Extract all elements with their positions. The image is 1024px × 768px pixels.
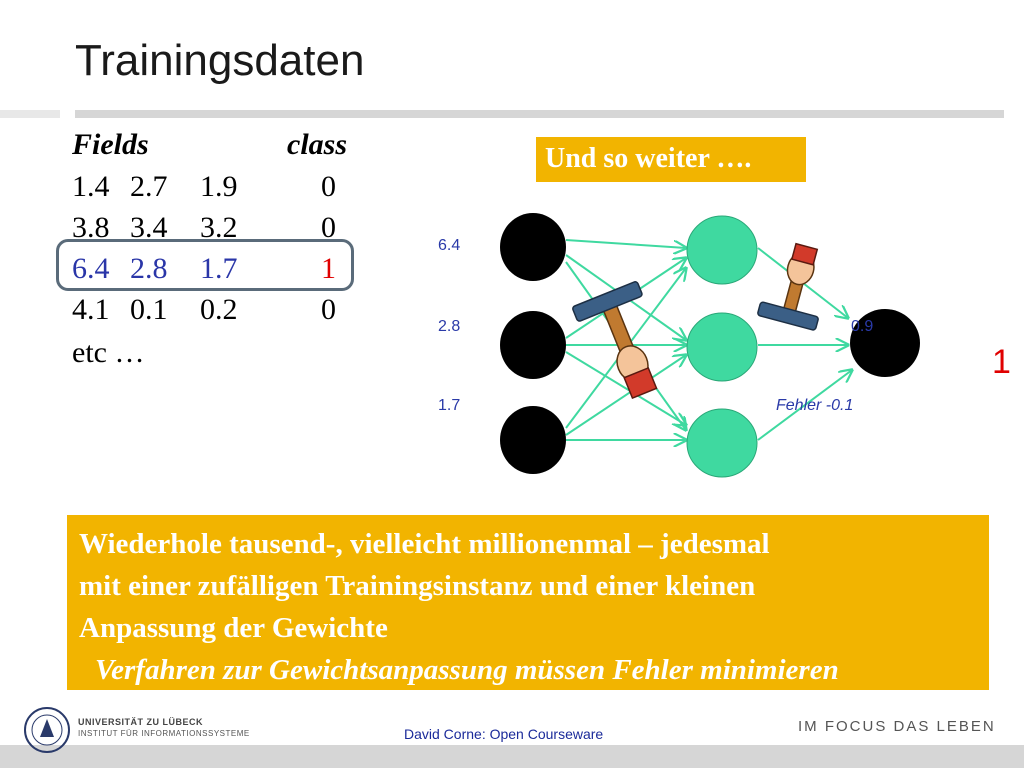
footer-slogan: IM FOCUS DAS LEBEN [798, 718, 996, 735]
callout-line: Anpassung der Gewichte [79, 612, 388, 644]
table-cell-selected: 1.7 [200, 252, 238, 285]
input-node [500, 406, 566, 474]
title-rule [75, 110, 1004, 118]
university-seal-icon [24, 707, 70, 753]
table-cell-class: 0 [321, 293, 336, 326]
selected-row-highlight [56, 239, 354, 291]
hidden-node [686, 408, 758, 478]
table-cell: 1.9 [200, 170, 238, 203]
table-cell-class: 0 [321, 211, 336, 244]
hammer-icon [572, 281, 658, 400]
table-cell: 0.2 [200, 293, 238, 326]
footer-bar [0, 745, 1024, 768]
table-cell: 3.4 [130, 211, 168, 244]
input-value-label: 2.8 [438, 318, 461, 335]
input-value-label: 6.4 [438, 237, 461, 254]
hidden-node [686, 215, 758, 285]
callout-line: mit einer zufälligen Trainingsinstanz un… [79, 570, 756, 602]
callout-und-so-weiter: Und so weiter …. [536, 137, 806, 182]
title-rule-left [0, 110, 60, 118]
target-value: 1 [992, 343, 1011, 381]
footer-credit: David Corne: Open Courseware [404, 726, 604, 742]
institute-name: INSTITUT FÜR INFORMATIONSSYSTEME [78, 729, 250, 738]
table-cell: 2.7 [130, 170, 168, 203]
hammer-icon [757, 242, 819, 331]
output-value-label: 0.9 [851, 318, 874, 335]
input-node [500, 311, 566, 379]
slide-title: Trainingsdaten [75, 36, 365, 85]
input-value-label: 1.7 [438, 397, 461, 414]
university-name: UNIVERSITÄT ZU LÜBECK [78, 717, 203, 727]
table-cell-selected: 2.8 [130, 252, 168, 285]
input-node [500, 213, 566, 281]
table-cell-selected: 6.4 [72, 252, 110, 285]
table-cell: 1.4 [72, 170, 110, 203]
table-row: 1.4 [72, 172, 110, 202]
error-label: Fehler -0.1 [776, 397, 854, 414]
callout-line: Wiederhole tausend-, vielleicht millione… [79, 528, 770, 560]
table-cell-class-selected: 1 [321, 252, 336, 285]
table-cell: 4.1 [72, 293, 110, 326]
table-header-fields: Fields [72, 128, 149, 161]
table-header-class: class [287, 128, 347, 161]
table-cell: 3.8 [72, 211, 110, 244]
table-cell: 0.1 [130, 293, 168, 326]
bottom-callout: Wiederhole tausend-, vielleicht millione… [67, 515, 989, 690]
table-cell: 3.2 [200, 211, 238, 244]
output-node [850, 309, 920, 377]
table-etc: etc … [72, 336, 145, 369]
hidden-node [686, 312, 758, 382]
table-cell-class: 0 [321, 170, 336, 203]
callout-line-italic: Verfahren zur Gewichtsanpassung müssen F… [95, 654, 839, 686]
